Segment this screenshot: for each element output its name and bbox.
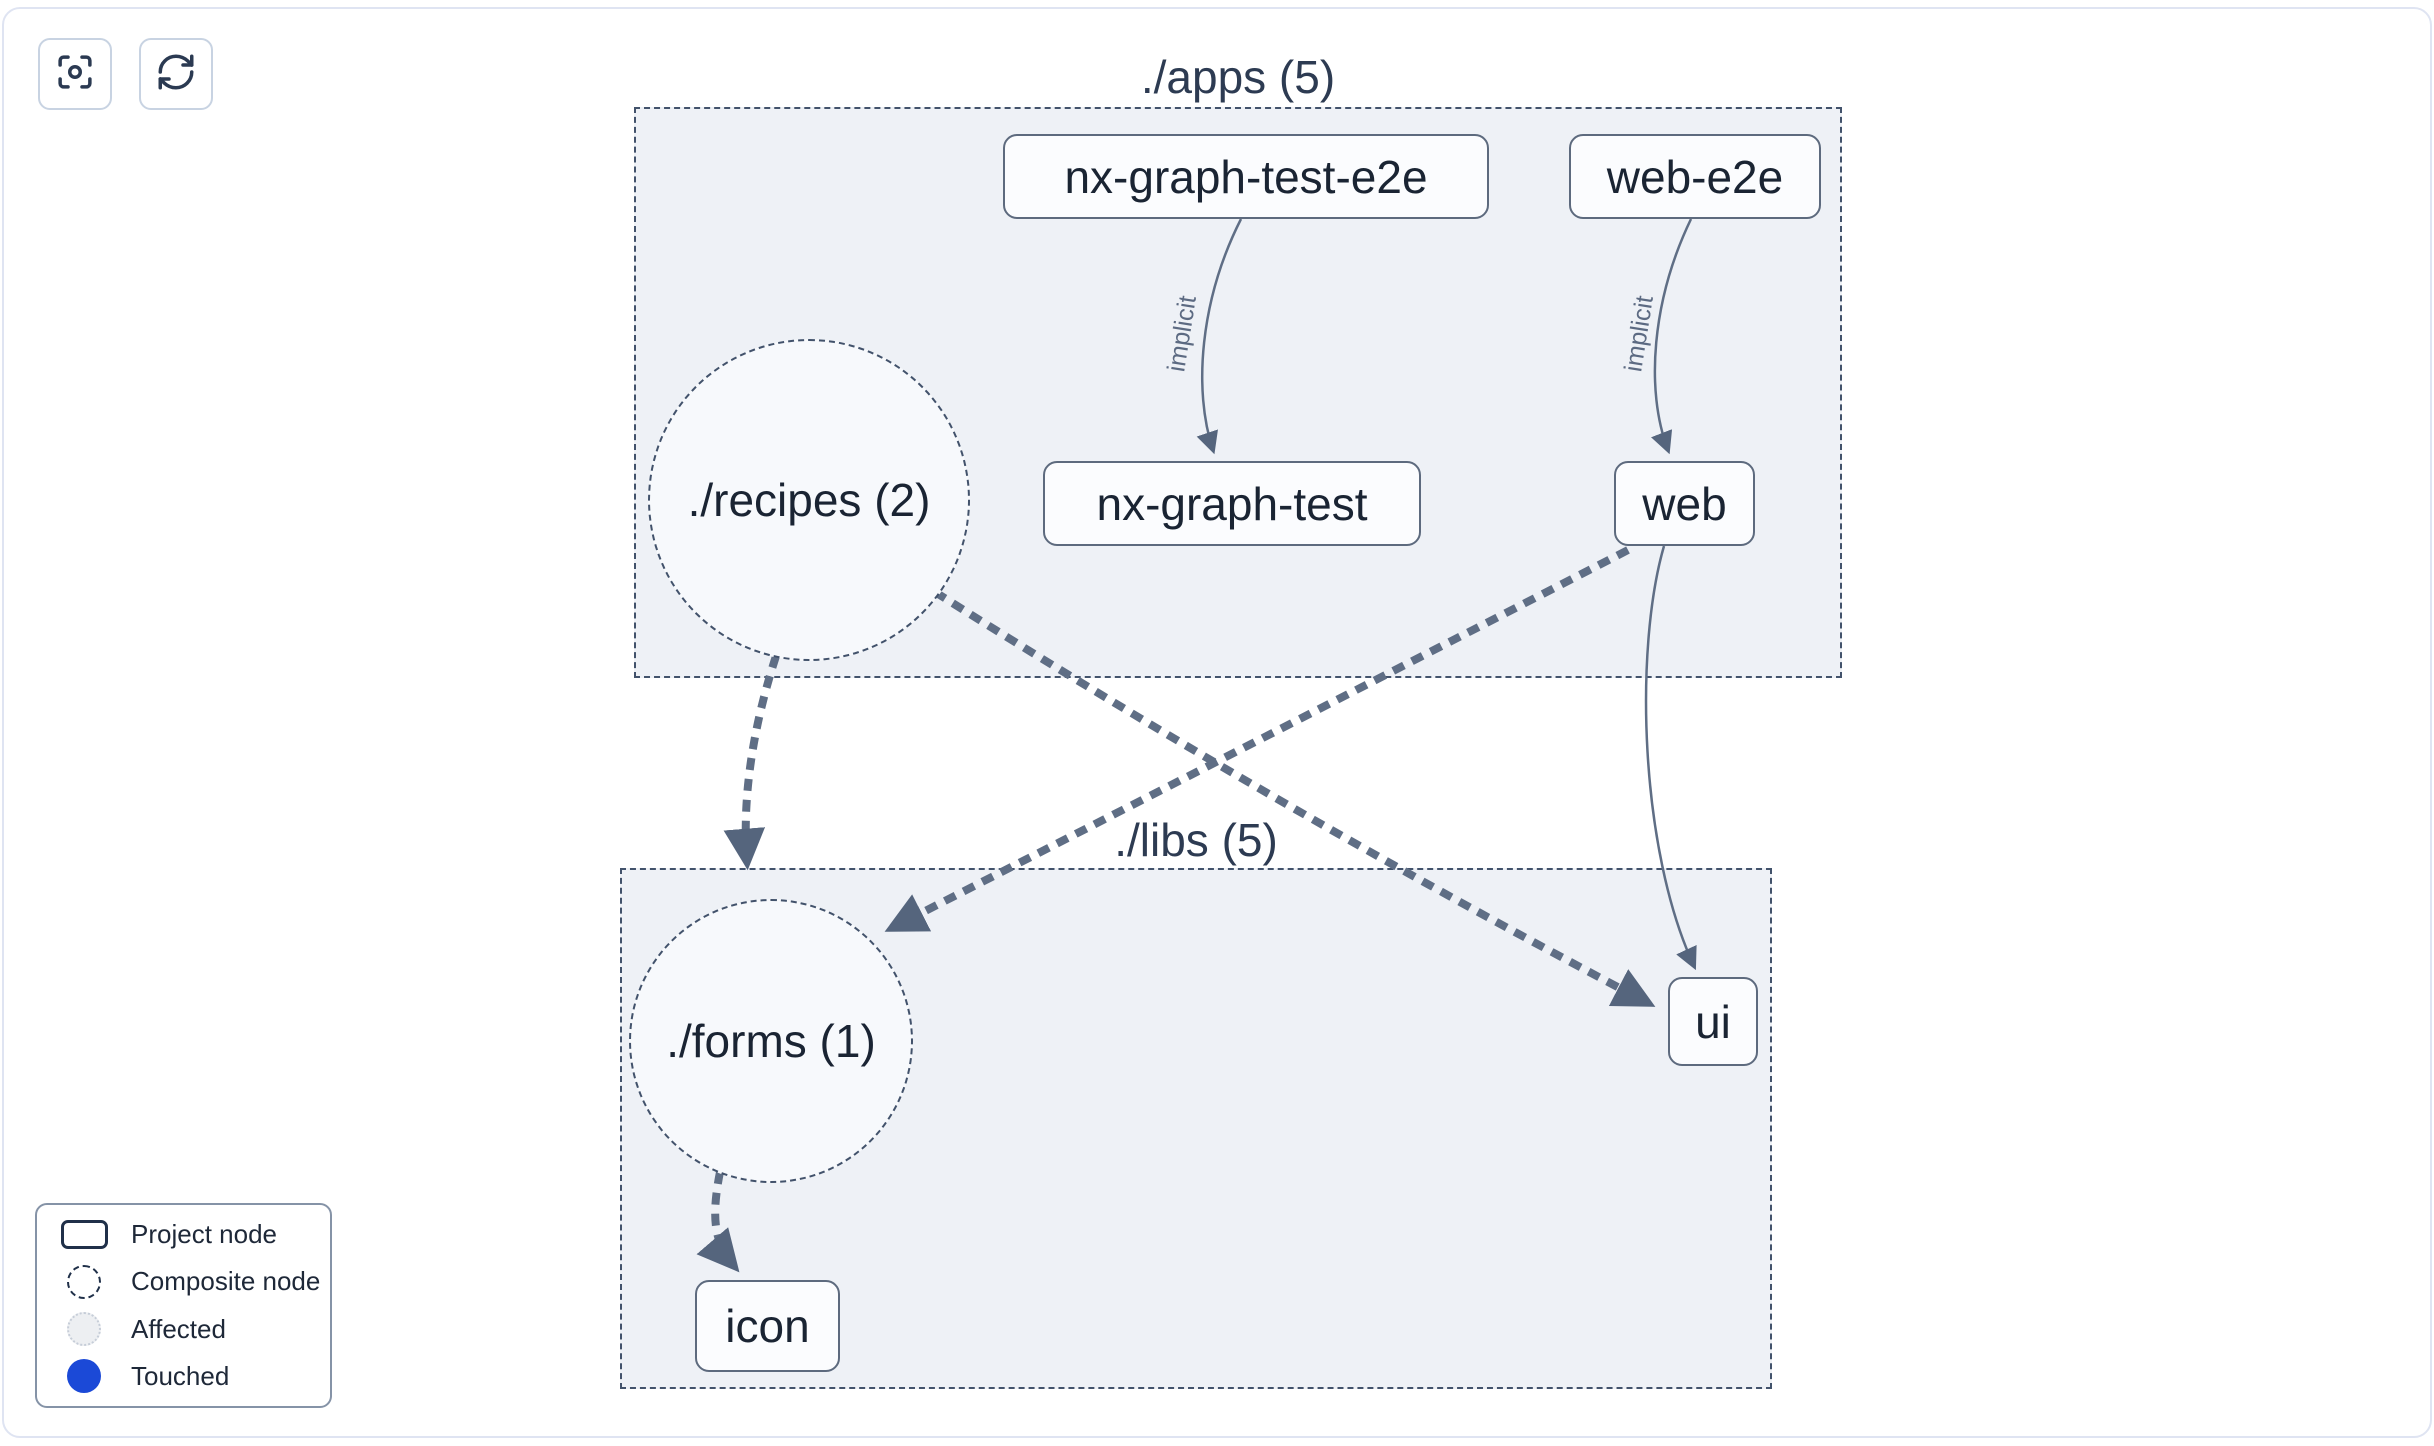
node-label: web [1642, 477, 1727, 530]
legend-label: Project node [131, 1219, 277, 1250]
edge-web-to-forms [884, 546, 1630, 932]
edge-forms-to-icon [696, 1171, 740, 1273]
edge-implicit-e2e-to-test [1196, 218, 1243, 455]
edge-label-implicit: implicit [1162, 294, 1202, 374]
cluster-libs-label[interactable]: ./libs (5) [1114, 814, 1278, 866]
legend-label: Touched [131, 1360, 230, 1391]
node-label: ui [1695, 995, 1731, 1048]
edge-label-implicit: implicit [1619, 294, 1659, 374]
project-node-swatch-icon [37, 1220, 131, 1250]
refresh-graph-button[interactable] [139, 38, 213, 110]
legend-label: Composite node [131, 1266, 321, 1297]
legend: Project node Composite node Affected Tou… [35, 1203, 332, 1408]
node-label: nx-graph-test [1096, 477, 1368, 530]
composite-node-recipes[interactable]: ./recipes (2) [648, 339, 970, 661]
composite-node-forms[interactable]: ./forms (1) [629, 899, 913, 1183]
edge-implicit-webe2e-to-web [1651, 218, 1693, 455]
node-icon[interactable]: icon [695, 1280, 840, 1372]
legend-item-project-node: Project node [37, 1211, 330, 1258]
node-web[interactable]: web [1614, 461, 1755, 546]
focus-icon [54, 51, 96, 98]
composite-node-swatch-icon [37, 1264, 131, 1299]
node-label: web-e2e [1606, 150, 1784, 203]
node-label: nx-graph-test-e2e [1064, 150, 1428, 203]
edge-recipes-to-ui [932, 588, 1656, 1007]
node-web-e2e[interactable]: web-e2e [1569, 134, 1821, 219]
legend-item-affected: Affected [37, 1306, 330, 1353]
refresh-icon [155, 51, 197, 98]
node-nx-graph-test[interactable]: nx-graph-test [1043, 461, 1421, 546]
node-ui[interactable]: ui [1668, 977, 1758, 1066]
legend-item-composite-node: Composite node [37, 1258, 330, 1305]
node-label: icon [725, 1300, 810, 1352]
legend-label: Affected [131, 1313, 226, 1344]
affected-swatch-icon [37, 1312, 131, 1347]
legend-item-touched: Touched [37, 1353, 330, 1400]
center-graph-button[interactable] [38, 38, 112, 110]
node-label: ./recipes (2) [687, 474, 931, 526]
edge-recipes-to-forms [723, 654, 780, 871]
edge-web-to-ui [1644, 545, 1697, 971]
node-label: ./forms (1) [666, 1015, 876, 1067]
cluster-apps-label[interactable]: ./apps (5) [1140, 51, 1336, 103]
touched-swatch-icon [37, 1359, 131, 1394]
node-nx-graph-test-e2e[interactable]: nx-graph-test-e2e [1003, 134, 1489, 219]
